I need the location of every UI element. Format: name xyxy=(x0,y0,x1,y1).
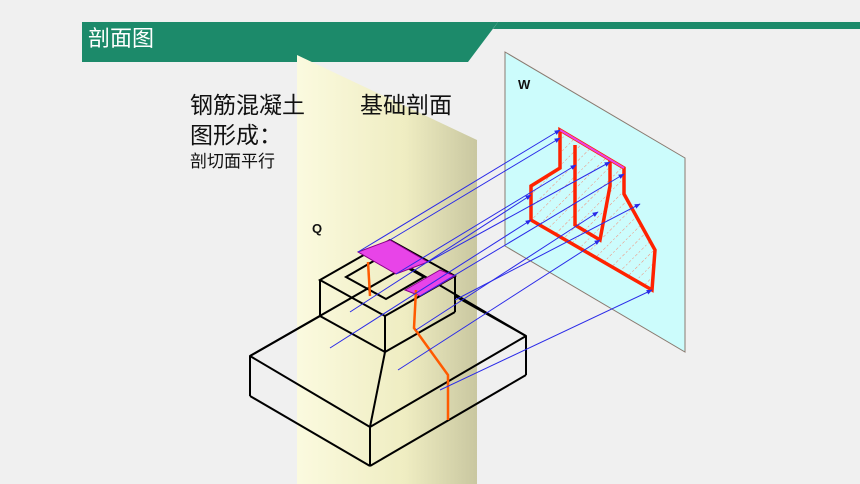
cut-plane-label: Q xyxy=(312,221,323,236)
body-line-1-text: 钢筋混凝土 xyxy=(190,93,305,119)
body-line-1: 钢筋混凝土 基础剖面 xyxy=(190,86,452,120)
header-bar xyxy=(82,22,860,62)
body-line-1-tail: 基础剖面 xyxy=(360,93,452,119)
body-line-2: 图形成： xyxy=(190,123,282,149)
header-bar-stripe xyxy=(493,22,860,29)
body-line-3: 剖切面平行 xyxy=(190,152,275,172)
projection-lines xyxy=(329,129,653,391)
cut-plane-q xyxy=(297,55,477,484)
header-bar-fill xyxy=(82,22,498,62)
cut-lines xyxy=(366,261,450,420)
section-top-edge xyxy=(559,129,625,169)
page-title: 剖面图 xyxy=(88,27,155,52)
projection-plane-label: W xyxy=(518,77,531,92)
foundation-slope xyxy=(249,295,527,428)
